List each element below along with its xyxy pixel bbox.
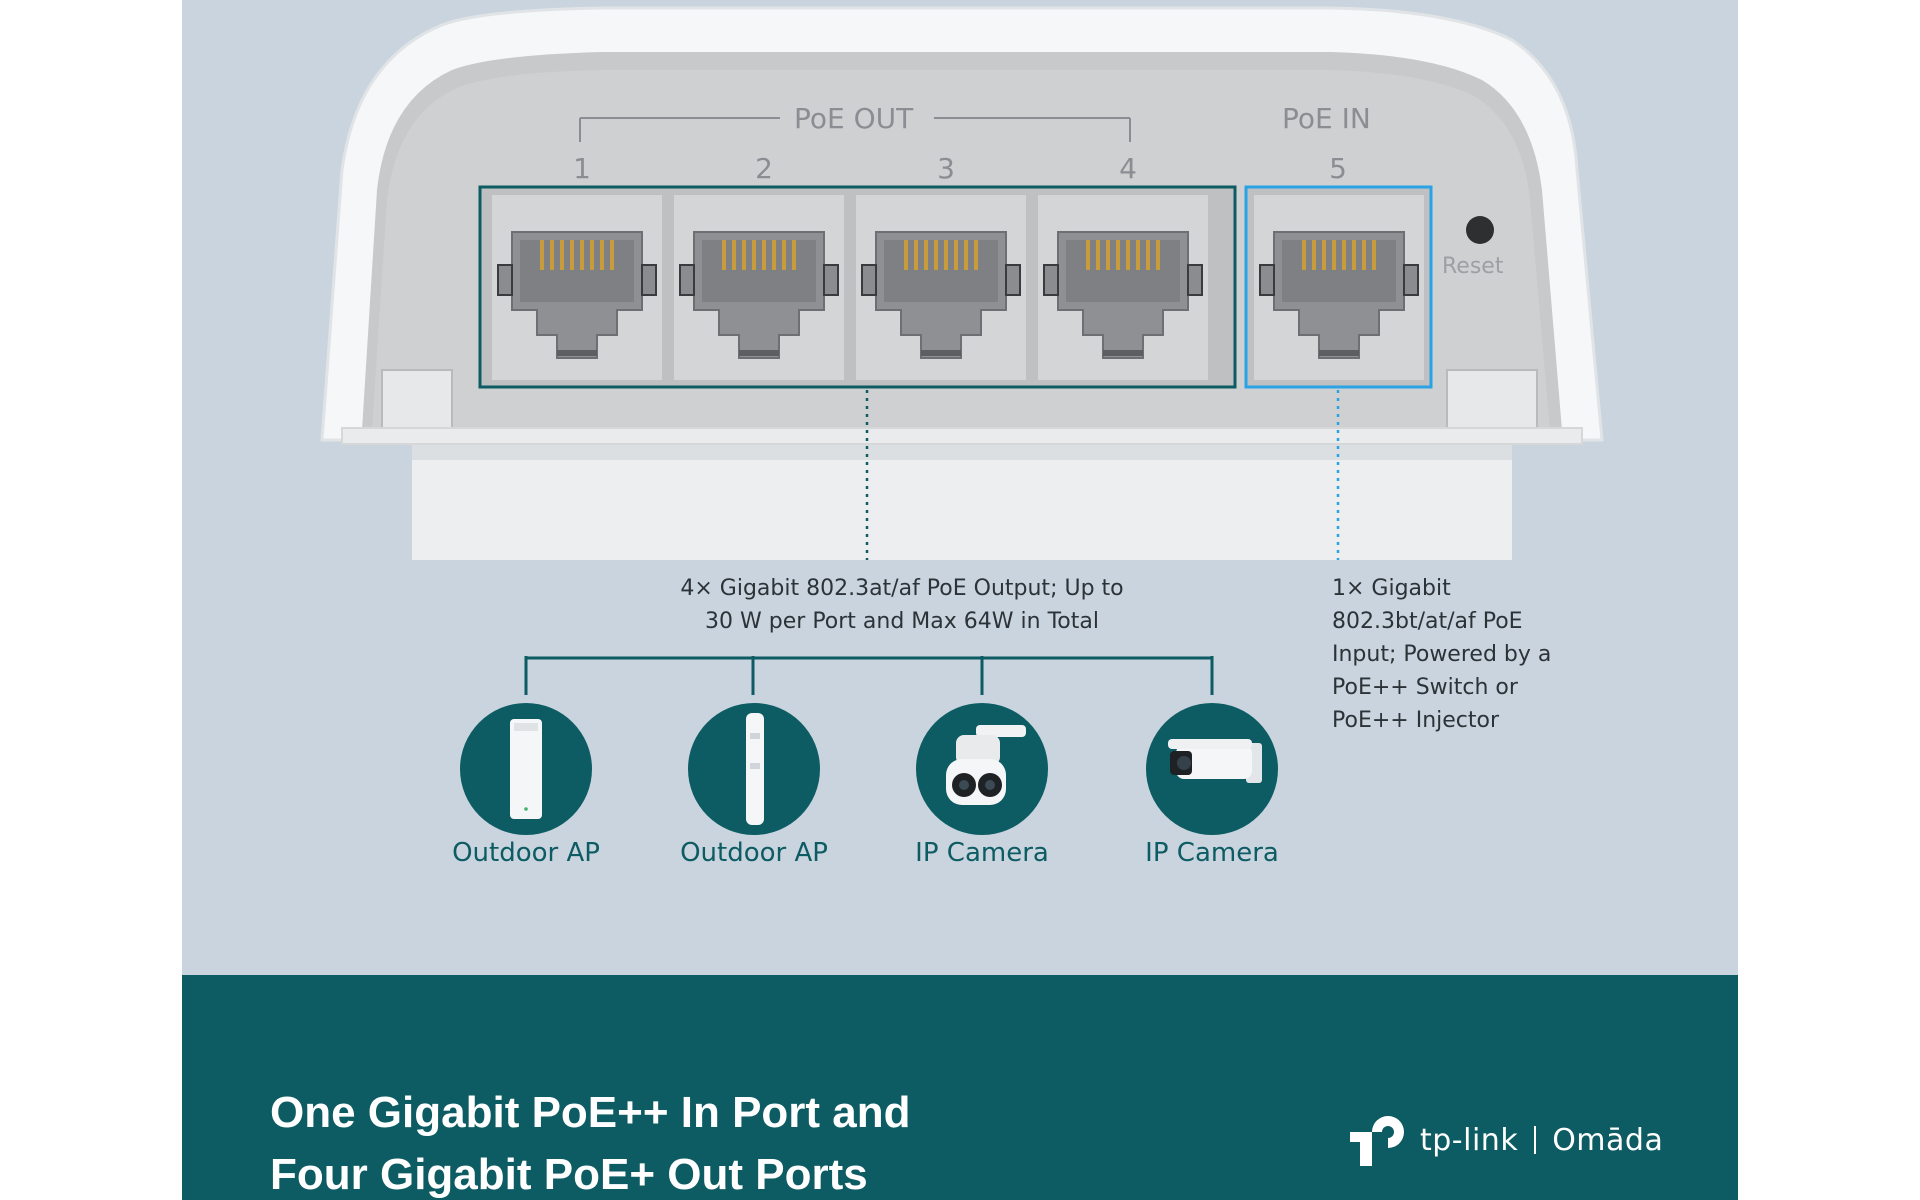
rj45-port-5 bbox=[1254, 195, 1424, 380]
rj45-port-2 bbox=[674, 195, 844, 380]
poe-output-description-line: 30 W per Port and Max 64W in Total bbox=[705, 609, 1099, 634]
port-number-3: 3 bbox=[937, 152, 955, 185]
outdoor-ap-icon bbox=[460, 703, 592, 835]
poe-input-description-line: 802.3bt/at/af PoE bbox=[1332, 609, 1523, 634]
port-number-1: 1 bbox=[573, 152, 591, 185]
sub-brand-name: Omāda bbox=[1552, 1122, 1664, 1158]
port-number-4: 4 bbox=[1119, 152, 1137, 185]
device-lower-body bbox=[412, 440, 1512, 560]
port-number-5: 5 bbox=[1329, 152, 1347, 185]
poe-input-description-line: PoE++ Injector bbox=[1332, 708, 1500, 733]
rj45-port-3 bbox=[856, 195, 1026, 380]
device-label: IP Camera bbox=[1145, 838, 1279, 868]
headline: One Gigabit PoE++ In Port and Four Gigab… bbox=[270, 1082, 911, 1200]
connection-tree-lines bbox=[524, 656, 1214, 695]
headline-line: Four Gigabit PoE+ Out Ports bbox=[270, 1150, 868, 1199]
outdoor-ap-antenna-icon bbox=[688, 703, 820, 835]
footer-banner: One Gigabit PoE++ In Port and Four Gigab… bbox=[182, 975, 1738, 1200]
port-number-2: 2 bbox=[755, 152, 773, 185]
brand-separator bbox=[1534, 1126, 1537, 1154]
poe-out-label: PoE OUT bbox=[794, 102, 914, 135]
device-label: Outdoor AP bbox=[452, 838, 600, 868]
poe-input-description-line: Input; Powered by a bbox=[1332, 642, 1552, 667]
device-label: Outdoor AP bbox=[680, 838, 828, 868]
reset-button-hole bbox=[1466, 216, 1494, 244]
poe-in-label: PoE IN bbox=[1282, 102, 1371, 135]
bullet-camera-icon bbox=[1146, 703, 1278, 835]
tp-link-logo-icon bbox=[1350, 1116, 1404, 1166]
poe-output-description-line: 4× Gigabit 802.3at/af PoE Output; Up to bbox=[680, 576, 1124, 601]
poe-output-description: 4× Gigabit 802.3at/af PoE Output; Up to … bbox=[622, 572, 1182, 638]
rj45-port-1 bbox=[492, 195, 662, 380]
ptz-camera-icon bbox=[916, 703, 1048, 835]
reset-label: Reset bbox=[1442, 254, 1504, 279]
poe-input-description-line: 1× Gigabit bbox=[1332, 576, 1451, 601]
brand-name: tp-link bbox=[1420, 1122, 1519, 1158]
switch-device-illustration bbox=[320, 6, 1604, 560]
poe-input-description: 1× Gigabit 802.3bt/at/af PoE Input; Powe… bbox=[1332, 572, 1592, 737]
brand-logo: tp-link Omāda bbox=[1342, 1105, 1702, 1175]
device-label: IP Camera bbox=[915, 838, 1049, 868]
product-infographic: PoE OUT PoE IN 1 2 3 4 5 Reset 4× Gigabi… bbox=[182, 0, 1738, 1200]
headline-line: One Gigabit PoE++ In Port and bbox=[270, 1088, 911, 1137]
poe-input-description-line: PoE++ Switch or bbox=[1332, 675, 1518, 700]
rj45-port-4 bbox=[1038, 195, 1208, 380]
